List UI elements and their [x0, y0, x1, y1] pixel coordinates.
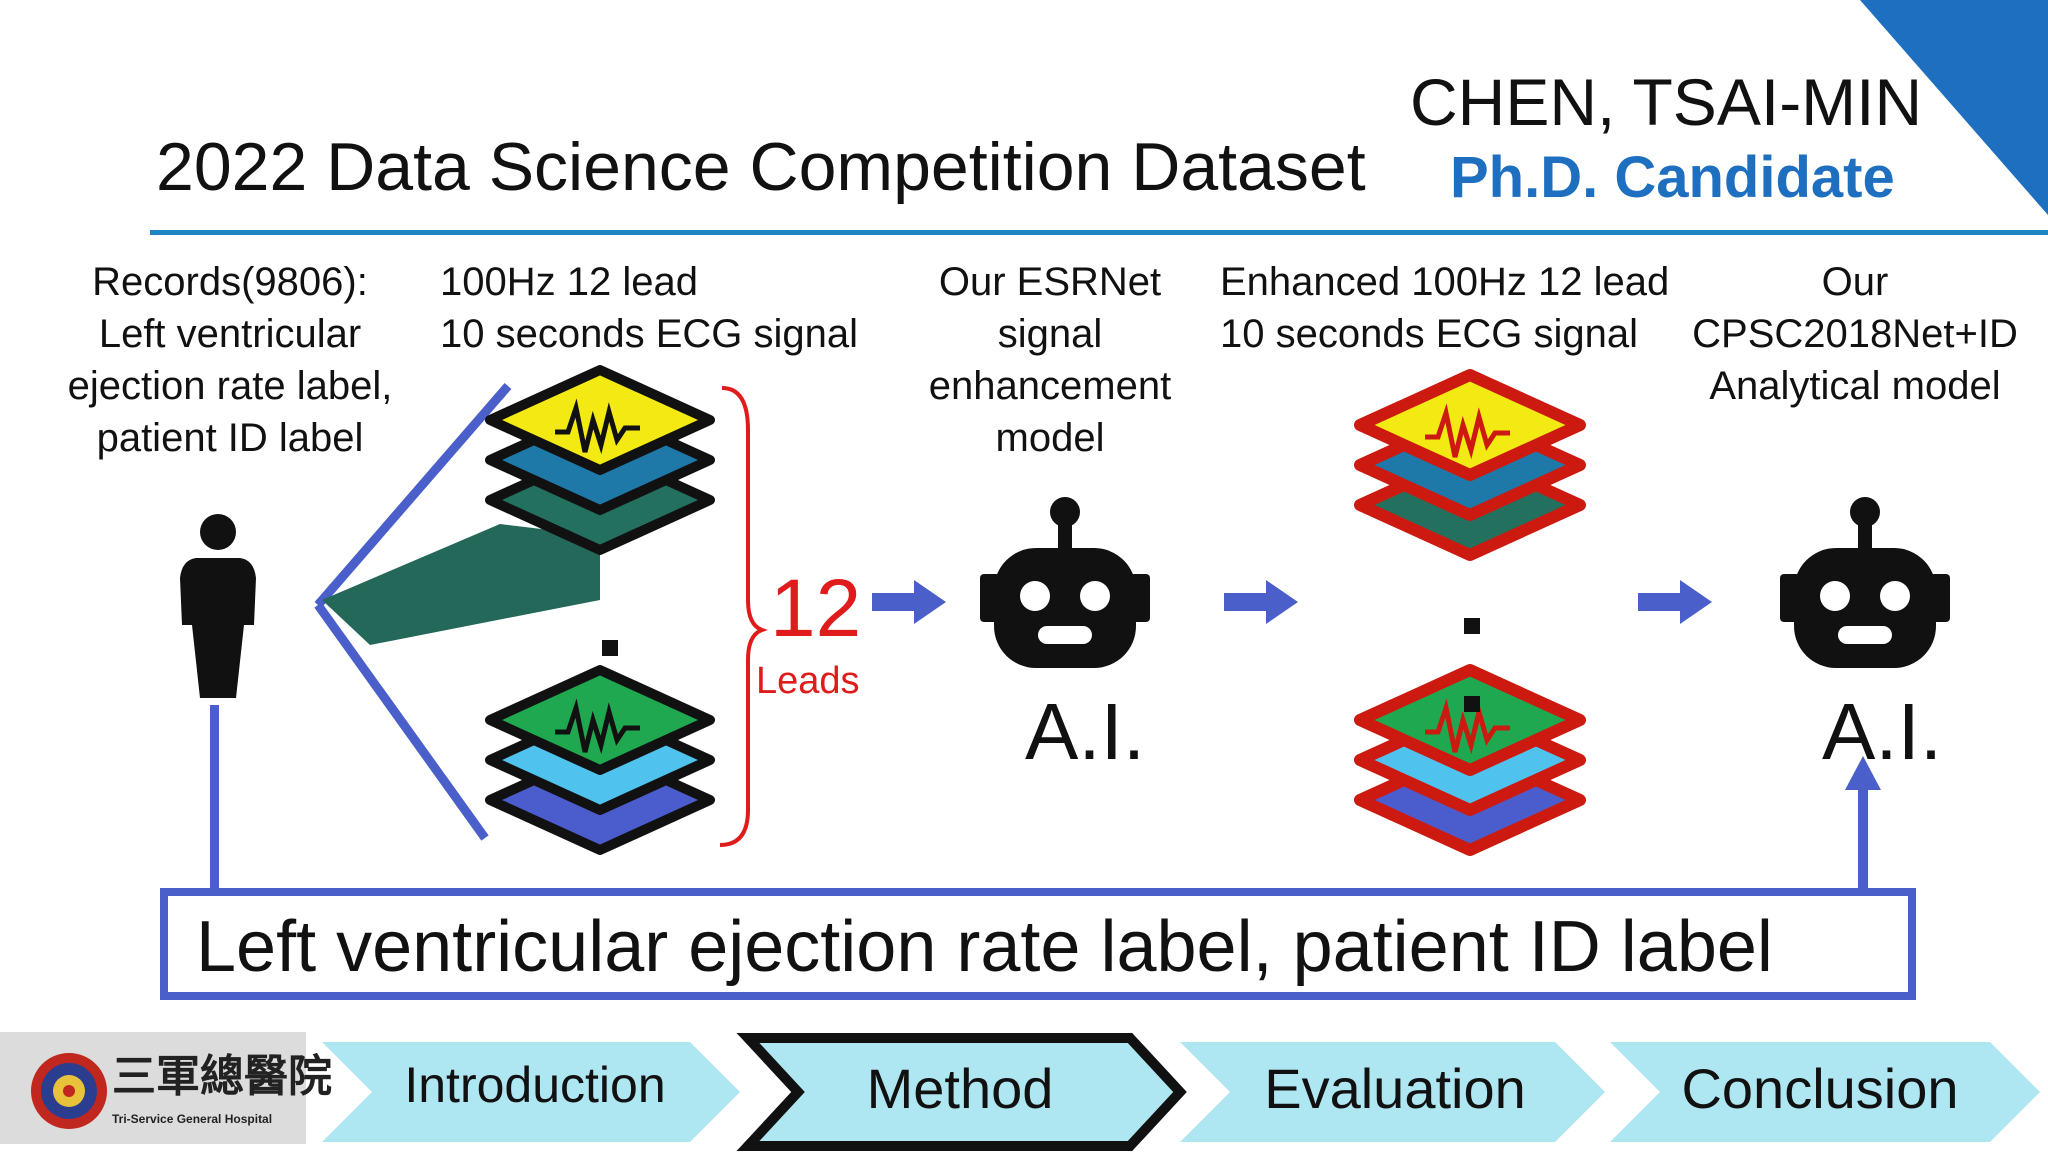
header-divider [150, 230, 2048, 235]
ellipsis-dot [1464, 618, 1480, 634]
records-line: Left ventricular [98, 312, 362, 356]
cpsc-line: Our [1821, 260, 1889, 304]
patient-icon [180, 514, 256, 698]
ecg-stack-top-icon [485, 365, 715, 555]
fan-line-bottom [314, 602, 489, 841]
nav-chevron[interactable] [322, 1042, 740, 1142]
section-nav [322, 1033, 2040, 1151]
nav-method[interactable]: Method [866, 1057, 1054, 1120]
nav-chevron[interactable] [1610, 1042, 2040, 1142]
robot-icon [980, 497, 1150, 668]
records-line: Records(9806): [92, 260, 368, 304]
records-label: Records(9806): Left ventricular ejection… [40, 256, 420, 464]
enhanced-stack-top-icon [1354, 369, 1586, 561]
enhanced-label: Enhanced 100Hz 12 lead 10 seconds ECG si… [1220, 256, 1669, 360]
author-role: Ph.D. Candidate [1450, 145, 1895, 210]
nav-evaluation[interactable]: Evaluation [1264, 1057, 1526, 1120]
esrnet-line: model [995, 416, 1105, 460]
hospital-emblem-icon [31, 1053, 107, 1129]
enhanced-line: 10 seconds ECG signal [1220, 312, 1639, 356]
corner-decoration [1860, 0, 2048, 215]
label-box-text: Left ventricular ejection rate label, pa… [196, 907, 1773, 987]
ai-label: A.I. [1822, 687, 1943, 776]
ai-label: A.I. [1025, 687, 1146, 776]
leads-count: 12 [770, 563, 862, 654]
signal-label: 100Hz 12 lead 10 seconds ECG signal [440, 256, 858, 360]
nav-chevron-active[interactable] [736, 1033, 1187, 1151]
nav-introduction[interactable]: Introduction [404, 1057, 666, 1113]
nav-chevron[interactable] [1180, 1042, 1605, 1142]
hospital-name-cn: 三軍總醫院 [112, 1051, 332, 1102]
ellipsis-dot [602, 640, 618, 656]
enhanced-stack-bottom-icon [1354, 664, 1586, 856]
enhanced-line: Enhanced 100Hz 12 lead [1220, 260, 1670, 304]
cpsc-label: Our CPSC2018Net+ID Analytical model [1675, 256, 2035, 412]
nav-conclusion[interactable]: Conclusion [1681, 1057, 1959, 1120]
label-box: Left ventricular ejection rate label, pa… [160, 888, 1916, 1000]
records-line: ejection rate label, [67, 364, 393, 408]
arrow-icon [872, 580, 946, 624]
records-line: patient ID label [96, 416, 364, 460]
ecg-stack-bottom-icon [485, 665, 715, 855]
esrnet-line: signal [997, 312, 1103, 356]
leads-brace [719, 386, 768, 847]
esrnet-line: enhancement [928, 364, 1172, 408]
signal-line: 10 seconds ECG signal [440, 312, 859, 356]
esrnet-label: Our ESRNet signal enhancement model [900, 256, 1200, 464]
author-name: CHEN, TSAI-MIN [1410, 65, 1923, 139]
leads-word: Leads [756, 660, 860, 702]
hospital-name-en: Tri-Service General Hospital [112, 1112, 273, 1126]
projection-band [322, 524, 600, 645]
esrnet-line: Our ESRNet [938, 260, 1162, 304]
arrow-icon [1638, 580, 1712, 624]
arrow-icon [1224, 580, 1298, 624]
up-arrow-icon [1845, 756, 1881, 890]
robot-icon [1780, 497, 1950, 668]
connector-line [210, 705, 219, 895]
cpsc-line: CPSC2018Net+ID [1692, 312, 2018, 356]
page-title: 2022 Data Science Competition Dataset [156, 129, 1366, 205]
signal-line: 100Hz 12 lead [440, 260, 698, 304]
cpsc-line: Analytical model [1709, 364, 2001, 408]
fan-line-top [314, 383, 512, 608]
